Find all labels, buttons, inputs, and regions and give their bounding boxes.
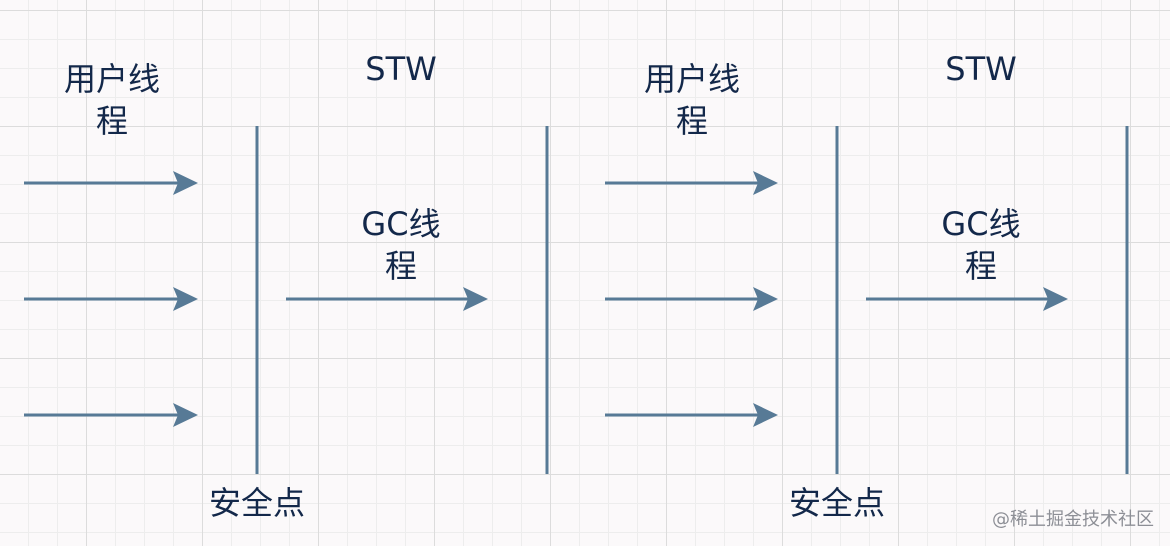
- gc-thread-label: GC线程: [941, 205, 1021, 285]
- user-thread-arrow-2: [605, 287, 778, 311]
- gc-thread-arrow: [866, 287, 1068, 311]
- stw-label: STW: [945, 50, 1017, 88]
- safepoint-label: 安全点: [208, 484, 305, 522]
- panel-2: [605, 126, 1129, 474]
- user-thread-arrow-3: [605, 403, 778, 427]
- user-thread-arrow-2: [24, 287, 198, 311]
- gc-thread-arrow: [286, 287, 488, 311]
- stw-label: STW: [365, 50, 437, 88]
- user-thread-arrow-1: [605, 171, 778, 195]
- user-thread-arrow-3: [24, 403, 198, 427]
- panel-1: [24, 126, 549, 474]
- safepoint-label: 安全点: [788, 484, 885, 522]
- user-thread-label: 用户线程: [643, 60, 740, 140]
- gc-thread-label: GC线程: [361, 205, 441, 285]
- user-thread-arrow-1: [24, 171, 198, 195]
- watermark: @稀土掘金技术社区: [992, 509, 1154, 530]
- user-thread-label: 用户线程: [63, 60, 160, 140]
